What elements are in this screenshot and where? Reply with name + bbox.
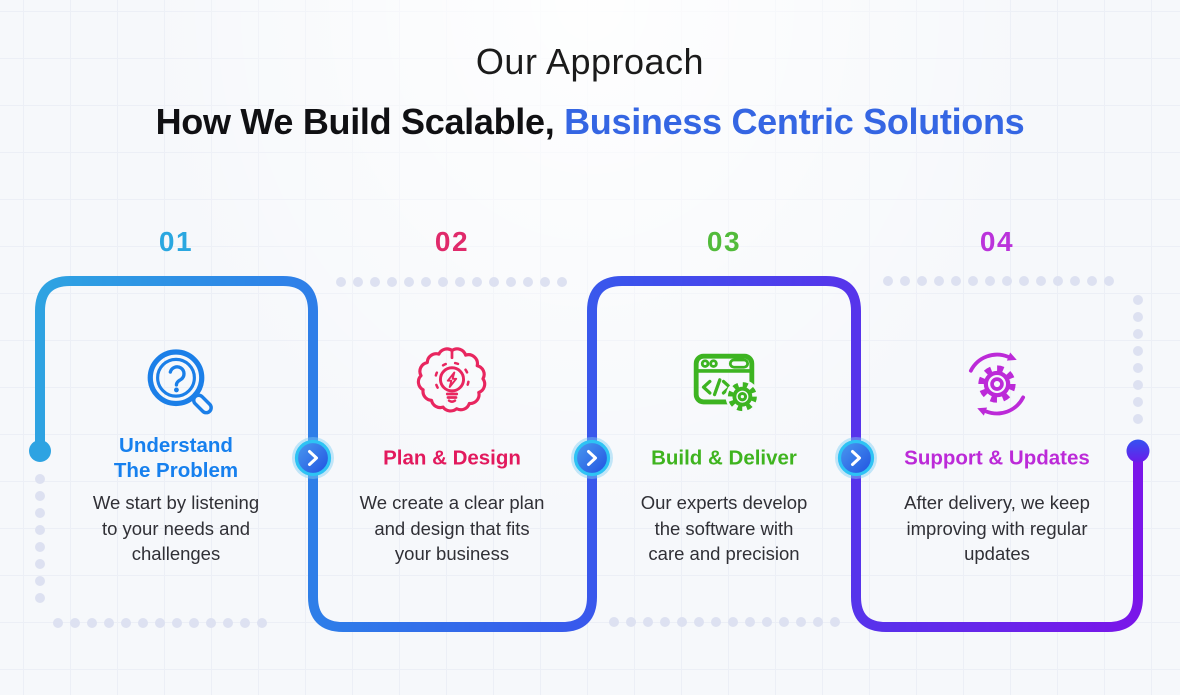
step-4-title: Support & Updates [904,446,1090,470]
brain-idea-icon [410,341,494,425]
step-2-description: We create a clear plan and design that f… [359,492,545,564]
page-title: How We Build Scalable, Business Centric … [0,100,1180,143]
flow-end-dot [1126,439,1150,463]
step-1-title: Understand The Problem [113,434,239,482]
gear-refresh-icon [955,341,1039,425]
step-2-number: 02 [434,226,470,257]
chevron-badge-3 [835,437,877,479]
section-eyebrow: Our Approach [475,41,705,82]
page-title-prefix: How We Build Scalable, [155,101,565,142]
step-1-number: 01 [158,226,194,257]
chevron-right-icon [851,450,861,466]
step-3-number: 03 [706,226,742,257]
step-2-title: Plan & Design [383,446,521,470]
chevron-right-icon [308,450,318,466]
chevron-right-icon [587,450,597,466]
flow-start-dot [29,440,51,462]
chevron-badge-1 [292,437,334,479]
step-3-title: Build & Deliver [651,446,797,470]
magnifier-question-icon [134,341,218,425]
step-3-description: Our experts develop the software with ca… [640,492,808,564]
step-4-description: After delivery, we keep improving with r… [904,492,1090,564]
page-title-highlight: Business Centric Solutions [564,101,1025,142]
step-1-description: We start by listening to your needs and … [92,492,260,564]
step-4-number: 04 [979,226,1015,257]
browser-code-gear-icon [682,341,766,425]
dotted-edges [35,276,1143,628]
chevron-badge-2 [571,437,613,479]
